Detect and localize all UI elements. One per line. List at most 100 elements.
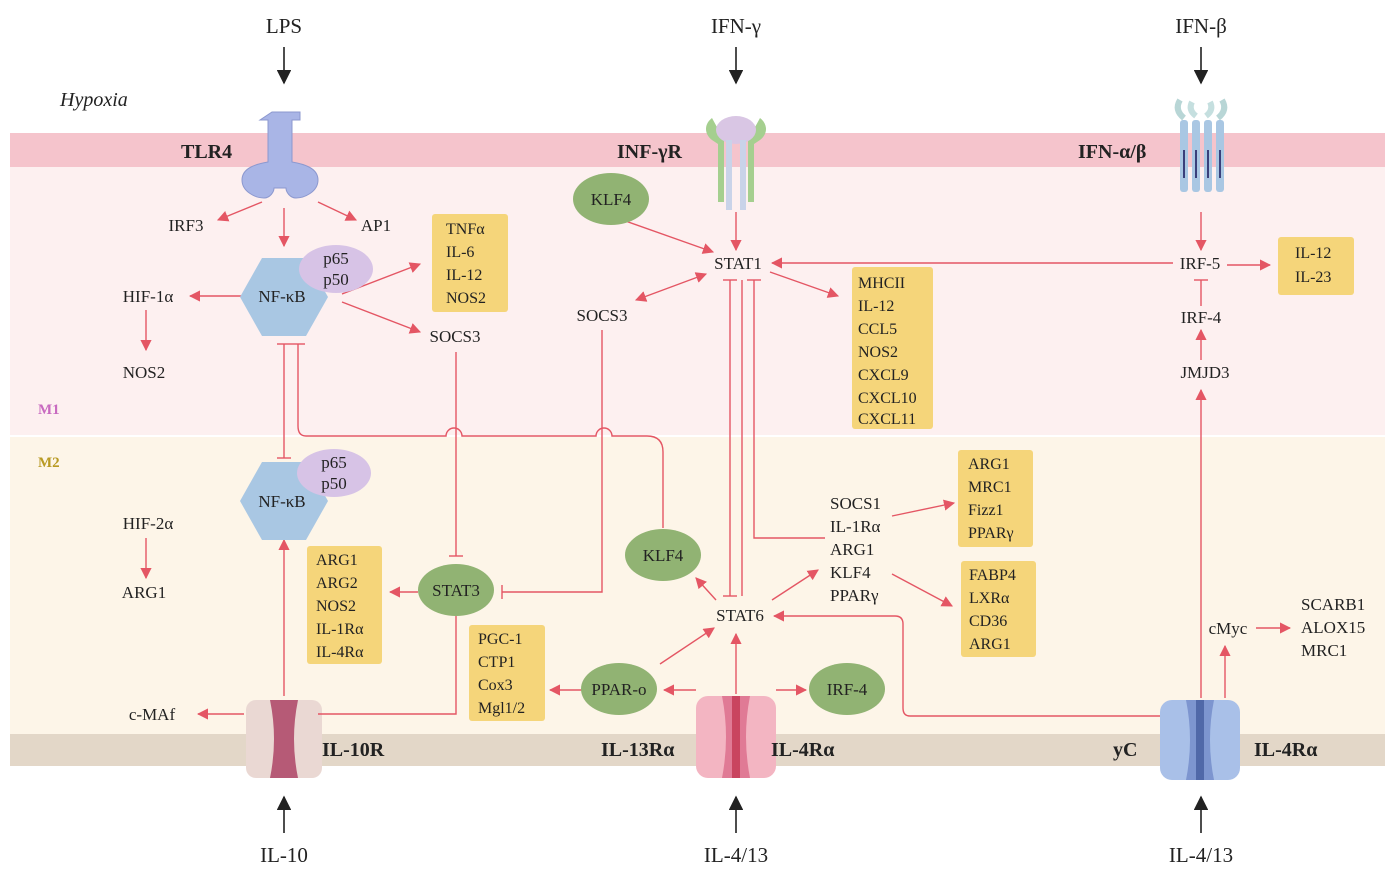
ligand-lps: LPS bbox=[266, 14, 302, 38]
upper-gene-box: ARG1 MRC1 Fizz1 PPARγ bbox=[958, 450, 1033, 547]
target-ppargamma: PPARγ bbox=[830, 586, 879, 605]
irf4-m2-node: IRF-4 bbox=[809, 663, 885, 715]
gene-arg1-stat3: ARG1 bbox=[316, 552, 358, 569]
ppar-node: PPAR-o bbox=[581, 663, 657, 715]
socs3-left-label: SOCS3 bbox=[429, 327, 480, 346]
cmaf-label: c-MAf bbox=[129, 705, 176, 724]
ligand-ifn-gamma: IFN-γ bbox=[711, 14, 761, 38]
stat6-target-list: SOCS1 IL-1Rα ARG1 KLF4 PPARγ bbox=[830, 494, 881, 605]
gene-arg1-lower: ARG1 bbox=[969, 636, 1011, 653]
receptor-ifnab-label: IFN-α/β bbox=[1078, 141, 1146, 163]
irf5-label: IRF-5 bbox=[1180, 254, 1221, 273]
ppar-label: PPAR-o bbox=[591, 680, 646, 699]
irf3-label: IRF3 bbox=[169, 216, 204, 235]
tnf-gene-box: TNFα IL-6 IL-12 NOS2 bbox=[432, 214, 508, 312]
gene-cxcl11: CXCL11 bbox=[858, 411, 916, 428]
ap1-label: AP1 bbox=[361, 216, 391, 235]
infgr-receptor-icon bbox=[706, 116, 766, 210]
m2-zone bbox=[10, 437, 1385, 734]
gene-fabp4: FABP4 bbox=[969, 567, 1016, 584]
klf4-m2-node: KLF4 bbox=[625, 529, 701, 581]
gene-nos2: NOS2 bbox=[446, 290, 486, 307]
top-membrane bbox=[10, 133, 1385, 167]
gene-fizz1: Fizz1 bbox=[968, 502, 1004, 519]
jmjd3-label: JMJD3 bbox=[1180, 363, 1229, 382]
gene-arg2: ARG2 bbox=[316, 575, 358, 592]
ligand-il10: IL-10 bbox=[260, 843, 308, 867]
yc-il4ra-receptor-icon bbox=[1160, 700, 1240, 780]
gene-mgl12: Mgl1/2 bbox=[478, 700, 525, 717]
p50-m2-label: p50 bbox=[321, 474, 347, 493]
p65-m2-label: p65 bbox=[321, 453, 347, 472]
hypoxia-label: Hypoxia bbox=[59, 89, 128, 111]
gene-il4ra-stat3: IL-4Rα bbox=[316, 644, 364, 661]
irf4-m2-label: IRF-4 bbox=[827, 680, 868, 699]
receptor-infgr-label: INF-γR bbox=[617, 141, 682, 163]
m1-label: M1 bbox=[38, 402, 60, 418]
ligand-ifn-beta: IFN-β bbox=[1175, 14, 1227, 38]
gene-cxcl9: CXCL9 bbox=[858, 367, 909, 384]
gene-il1ra-stat3: IL-1Rα bbox=[316, 621, 364, 638]
target-alox15: ALOX15 bbox=[1301, 618, 1365, 637]
gene-cxcl10: CXCL10 bbox=[858, 390, 917, 407]
cmyc-label: cMyc bbox=[1209, 619, 1248, 638]
ifnab-receptor-icon bbox=[1174, 98, 1228, 192]
gene-il23: IL-23 bbox=[1295, 269, 1331, 286]
klf4-m1-label: KLF4 bbox=[591, 190, 632, 209]
socs3-center-label: SOCS3 bbox=[576, 306, 627, 325]
gene-lxra: LXRα bbox=[969, 590, 1010, 607]
stat1-label: STAT1 bbox=[714, 254, 762, 273]
gene-mhcii: MHCII bbox=[858, 275, 905, 292]
stat1-gene-box: MHCII IL-12 CCL5 NOS2 CXCL9 CXCL10 CXCL1… bbox=[852, 267, 933, 429]
gene-il12-stat1: IL-12 bbox=[858, 298, 894, 315]
stat6-label: STAT6 bbox=[716, 606, 764, 625]
il10r-receptor-icon bbox=[246, 700, 322, 778]
arg1-m2-label: ARG1 bbox=[122, 583, 166, 602]
cmyc-target-list: SCARB1 ALOX15 MRC1 bbox=[1301, 595, 1365, 660]
stat3-label: STAT3 bbox=[432, 581, 480, 600]
hif2a-label: HIF-2α bbox=[123, 514, 174, 533]
gene-ppargamma-upper: PPARγ bbox=[968, 525, 1014, 542]
nfkb-m2-node: NF-κB p65 p50 bbox=[240, 449, 371, 540]
receptor-tlr4-label: TLR4 bbox=[181, 141, 232, 163]
target-klf4: KLF4 bbox=[830, 563, 871, 582]
lower-gene-box: FABP4 LXRα CD36 ARG1 bbox=[961, 561, 1036, 657]
gene-cox3: Cox3 bbox=[478, 677, 513, 694]
nfkb-m1-label: NF-κB bbox=[258, 287, 305, 306]
target-il1ra: IL-1Rα bbox=[830, 517, 881, 536]
p50-m1-label: p50 bbox=[323, 270, 349, 289]
gene-il12-irf5: IL-12 bbox=[1295, 245, 1331, 262]
klf4-m2-label: KLF4 bbox=[643, 546, 684, 565]
il13ra-il4ra-receptor-icon bbox=[696, 696, 776, 778]
gene-il12: IL-12 bbox=[446, 267, 482, 284]
receptor-il10r-label: IL-10R bbox=[322, 739, 385, 761]
gene-nos2-stat1: NOS2 bbox=[858, 344, 898, 361]
m2-label: M2 bbox=[38, 455, 60, 471]
ligand-arrows bbox=[276, 47, 1209, 833]
target-mrc1: MRC1 bbox=[1301, 641, 1347, 660]
receptor-il4ra-center-label: IL-4Rα bbox=[771, 739, 834, 761]
receptor-yc-label: yC bbox=[1113, 739, 1137, 761]
receptor-il4ra-right-label: IL-4Rα bbox=[1254, 739, 1317, 761]
receptor-il13ra-label: IL-13Rα bbox=[601, 739, 674, 761]
gene-ccl5: CCL5 bbox=[858, 321, 897, 338]
irf5-gene-box: IL-12 IL-23 bbox=[1278, 237, 1354, 295]
klf4-m1-node: KLF4 bbox=[573, 173, 649, 225]
target-arg1: ARG1 bbox=[830, 540, 874, 559]
stat3-node: STAT3 bbox=[418, 564, 494, 616]
gene-ctp1: CTP1 bbox=[478, 654, 515, 671]
m1-arrows bbox=[140, 201, 1272, 360]
nos2-m1-label: NOS2 bbox=[123, 363, 166, 382]
m1-zone bbox=[10, 167, 1385, 435]
ligand-il413-center: IL-4/13 bbox=[704, 843, 768, 867]
gene-tnfa: TNFα bbox=[446, 221, 485, 238]
gene-mrc1-upper: MRC1 bbox=[968, 479, 1012, 496]
ppar-gene-box: PGC-1 CTP1 Cox3 Mgl1/2 bbox=[469, 625, 545, 721]
gene-pgc1: PGC-1 bbox=[478, 631, 522, 648]
gene-arg1-upper: ARG1 bbox=[968, 456, 1010, 473]
gene-il6: IL-6 bbox=[446, 244, 474, 261]
target-scarb1: SCARB1 bbox=[1301, 595, 1365, 614]
p65-m1-label: p65 bbox=[323, 249, 349, 268]
